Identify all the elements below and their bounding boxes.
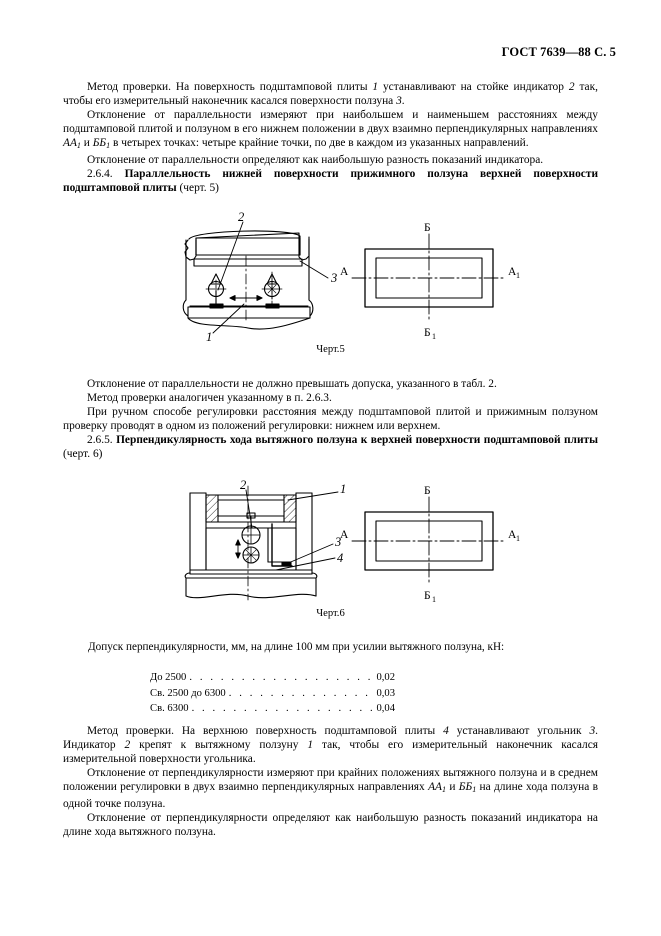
para1-mid2: так, чтобы его измерительный наконечник … bbox=[63, 81, 598, 108]
tolerance-intro-text: Допуск перпендикулярности, мм, на длине … bbox=[88, 641, 505, 653]
text-block-bottom: Метод проверки. На верхнюю поверхность п… bbox=[63, 724, 598, 840]
tolerance-label: До 2500 bbox=[150, 672, 187, 683]
figure5-callout-3: 3 bbox=[330, 271, 337, 285]
axis-label-aa1-sub: 1 bbox=[76, 141, 81, 151]
leader-dots: . . . . . . . . . . . . . . . . . . . . … bbox=[191, 703, 374, 714]
tolerance-label: Св. 2500 до 6300 bbox=[150, 687, 226, 699]
para1-tail: . bbox=[401, 95, 405, 108]
para9-mid2: . Индикатор bbox=[63, 725, 598, 752]
tolerance-value: 0,02 bbox=[376, 672, 395, 683]
para10-tail: на длине хода ползуна в одной точке полз… bbox=[63, 781, 599, 811]
para1-lead: Метод проверки. На поверхность подштампо… bbox=[87, 81, 373, 93]
tolerance-row: Св. 2500 до 6300 . . . . . . . . . . . .… bbox=[150, 686, 395, 702]
paragraph-method-same-as: Метод проверки аналогичен указанному в п… bbox=[87, 392, 332, 405]
paragraph-perpendicularity-definition: Отклонение от перпендикулярности определ… bbox=[63, 812, 598, 839]
para9-lead: Метод проверки. На верхнюю поверхность п… bbox=[87, 725, 444, 737]
text-block-middle: Отклонение от параллельности не должно п… bbox=[63, 377, 598, 462]
para2-lead: Отклонение от параллельности измеряют пр… bbox=[63, 109, 598, 136]
para9-mid1: устанавливают угольник bbox=[448, 725, 590, 737]
para2-tail: в четырех точках: четыре крайние точки, … bbox=[110, 137, 529, 150]
figure6-callout-2: 2 bbox=[240, 478, 246, 492]
clause-number-2-6-4: 2.6.4. bbox=[87, 168, 125, 181]
figure5-axis-B: Б bbox=[424, 222, 431, 234]
axis-label-bb1-sub-b: 1 bbox=[472, 785, 477, 795]
figure6-axis-B1-sub: 1 bbox=[432, 595, 436, 604]
callout-ref-3b: 3 bbox=[589, 725, 596, 737]
clause-figref-2-6-4: (черт. 5) bbox=[176, 182, 219, 195]
paragraph-perpendicularity-measure: Отклонение от перпендикулярности измеряю… bbox=[63, 766, 598, 811]
tolerance-label: Св. 6300 bbox=[150, 703, 189, 714]
callout-ref-1b: 1 bbox=[307, 739, 314, 752]
para10-and: и bbox=[445, 781, 459, 794]
tolerance-row: Св. 6300 . . . . . . . . . . . . . . . .… bbox=[150, 701, 395, 717]
para10-lead: Отклонение от перпендикулярности измеряю… bbox=[63, 767, 598, 794]
paragraph-manual-adjustment: При ручном способе регулировки расстояни… bbox=[63, 406, 598, 433]
callout-ref-1: 1 bbox=[372, 81, 379, 93]
figure6-callout-4: 4 bbox=[337, 551, 343, 565]
clause-2-6-5: 2.6.5. Перпендикулярность хода вытяжного… bbox=[63, 433, 598, 461]
figure-5: 2 1 3 А А 1 Б Б 1 Черт.5 bbox=[0, 212, 661, 355]
clause-figref-2-6-5: (черт. 6) bbox=[63, 448, 103, 461]
text-block-top: Метод проверки. На поверхность подштампо… bbox=[63, 80, 598, 196]
paragraph-method-check-1: Метод проверки. На поверхность подштампо… bbox=[63, 80, 598, 108]
para2-and: и bbox=[80, 137, 93, 150]
clause-number-2-6-5: 2.6.5. bbox=[87, 434, 117, 447]
figure-6-caption: Черт.6 bbox=[316, 608, 345, 619]
figure6-axis-A1: А bbox=[508, 529, 517, 541]
axis-label-aa1: АА bbox=[63, 137, 77, 150]
tolerance-value: 0,04 bbox=[376, 703, 395, 714]
paragraph-deviation-parallel-definition: Отклонение от параллельности определяют … bbox=[87, 154, 544, 167]
paragraph-deviation-parallel-measure: Отклонение от параллельности измеряют пр… bbox=[63, 108, 598, 153]
para9-tail: так, чтобы его измерительный наконечник … bbox=[63, 739, 599, 766]
axis-label-bb1-b: ББ bbox=[458, 781, 473, 794]
clause-title-2-6-5: Перпендикулярность хода вытяжного ползун… bbox=[116, 434, 598, 447]
page-header-standard-number: ГОСТ 7639—88 С. 5 bbox=[501, 45, 616, 59]
figure6-callout-1: 1 bbox=[340, 482, 346, 496]
para1-mid: устанавливают на стойке индикатор bbox=[378, 81, 569, 93]
callout-ref-4: 4 bbox=[443, 725, 449, 737]
figure5-axis-B1: Б bbox=[424, 327, 431, 339]
callout-ref-3: 3 bbox=[396, 95, 402, 108]
tolerance-list: До 2500 . . . . . . . . . . . . . . . . … bbox=[150, 670, 395, 717]
figure5-callout-2: 2 bbox=[238, 212, 244, 224]
axis-label-bb1: ББ bbox=[92, 137, 107, 150]
callout-ref-2b: 2 bbox=[124, 739, 131, 752]
figure-5-caption: Черт.5 bbox=[316, 344, 345, 355]
tolerance-row: До 2500 . . . . . . . . . . . . . . . . … bbox=[150, 670, 395, 686]
clause-2-6-4: 2.6.4. Параллельность нижней поверхности… bbox=[63, 167, 598, 195]
figure-6: 2 1 3 4 А А 1 Б Б 1 Черт.6 bbox=[0, 478, 661, 619]
figure6-axis-B1: Б bbox=[424, 590, 431, 602]
figure-5-drawing: 2 1 3 А А 1 Б Б 1 bbox=[182, 212, 520, 342]
leader-dots: . . . . . . . . . . . . . . . . . . . . … bbox=[228, 687, 374, 699]
figure5-axis-B1-sub: 1 bbox=[432, 332, 436, 341]
figure6-axis-A1-sub: 1 bbox=[516, 534, 520, 543]
figure5-axis-A1-sub: 1 bbox=[516, 271, 520, 280]
tolerance-value: 0,03 bbox=[376, 687, 395, 699]
para9-mid3: крепят к вытяжному ползуну bbox=[130, 739, 308, 752]
figure6-axis-B: Б bbox=[424, 485, 431, 497]
paragraph-tolerance-table-ref: Отклонение от параллельности не должно п… bbox=[87, 378, 497, 390]
figure5-axis-A1: А bbox=[508, 266, 517, 278]
paragraph-method-check-2: Метод проверки. На верхнюю поверхность п… bbox=[63, 724, 598, 766]
clause-title-2-6-4: Параллельность нижней поверхности прижим… bbox=[63, 168, 599, 195]
callout-ref-2: 2 bbox=[568, 81, 575, 93]
axis-label-aa1-b: АА bbox=[428, 781, 442, 794]
figure-6-drawing: 2 1 3 4 А А 1 Б Б 1 bbox=[184, 478, 520, 604]
leader-dots: . . . . . . . . . . . . . . . . . . . . … bbox=[189, 672, 374, 683]
axis-label-bb1-sub: 1 bbox=[106, 141, 111, 151]
figure6-axis-A: А bbox=[340, 529, 349, 541]
figure6-callout-3: 3 bbox=[334, 535, 341, 549]
axis-label-aa1-sub-b: 1 bbox=[441, 785, 446, 795]
figure5-axis-A: А bbox=[340, 266, 349, 278]
figure5-callout-1: 1 bbox=[206, 330, 212, 342]
